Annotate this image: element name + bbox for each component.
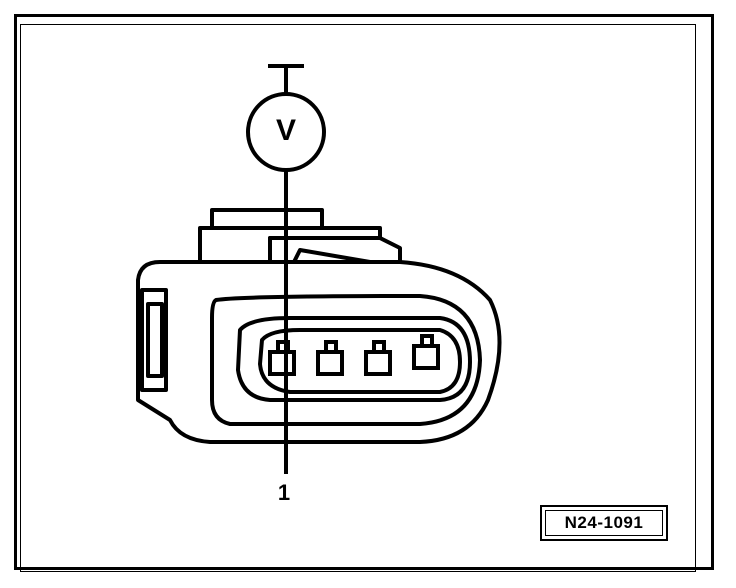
figure-inner-frame xyxy=(20,24,696,572)
pin-slot-3 xyxy=(364,340,392,376)
pin-slot-4 xyxy=(412,334,440,370)
voltmeter-label: V xyxy=(275,114,296,147)
callout-1: 1 xyxy=(277,480,291,505)
reference-code-inner-border xyxy=(545,510,663,536)
reference-code-box: N24-1091 xyxy=(540,505,668,541)
reference-code: N24-1091 xyxy=(564,513,644,532)
pin-slot-2 xyxy=(316,340,344,376)
pin-slots xyxy=(268,334,440,376)
connector-housing xyxy=(136,208,502,444)
